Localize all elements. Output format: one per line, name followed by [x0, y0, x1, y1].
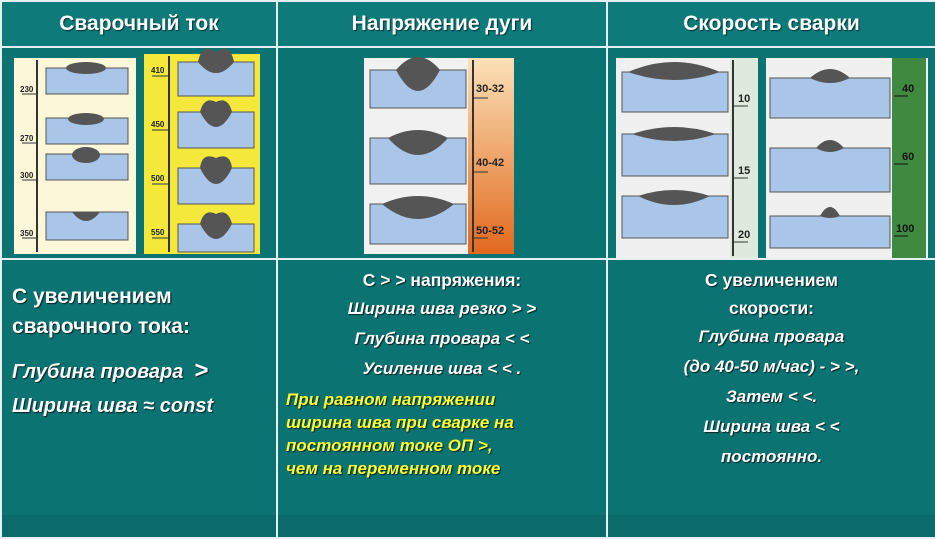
scale-speed-100: 100	[896, 223, 914, 235]
voltage-description: С > > напряжения: Ширина шва резко > > Г…	[276, 258, 608, 539]
scale-speed-60: 60	[902, 151, 914, 163]
speed-line-2: (до 40-50 м/час) - > >,	[683, 357, 860, 376]
current-line-4: Ширина шва ≈ const	[12, 395, 214, 417]
speed-head-2: скорости:	[729, 298, 814, 318]
current-line-2: сварочного тока:	[12, 315, 190, 338]
current-line-1: С увеличением	[12, 285, 172, 308]
plates-speed-a	[621, 62, 729, 239]
scale-a-230: 230	[20, 85, 34, 94]
scale-voltage-30: 30-32	[476, 83, 504, 95]
scale-b-410: 410	[151, 66, 165, 75]
scale-b-450: 450	[151, 120, 165, 129]
header-arc-voltage: Напряжение дуги	[276, 0, 608, 48]
current-line-3: Глубина провара >	[12, 357, 209, 384]
speed-line-5: постоянно.	[720, 447, 823, 466]
header-welding-speed: Скорость сварки	[606, 0, 935, 48]
scale-a-270: 270	[20, 134, 34, 143]
speed-illustration: 10 15 20 40	[606, 46, 935, 260]
current-illustration: 230 270 300 350	[0, 46, 278, 260]
speed-description: С увеличением скорости: Глубина провара …	[606, 258, 935, 539]
scale-voltage: 30-32 40-42 50-52	[474, 83, 504, 239]
speed-line-1: Глубина провара	[698, 327, 845, 346]
scale-speed-40: 40	[902, 83, 914, 95]
plates-a	[45, 62, 129, 241]
voltage-head: С > > напряжения:	[362, 270, 522, 290]
voltage-illustration: 30-32 40-42 50-52	[276, 46, 608, 260]
scale-speed-15: 15	[738, 165, 750, 177]
scale-speed-20: 20	[738, 229, 750, 241]
voltage-line-1: Ширина шва резко > >	[347, 299, 537, 318]
scale-b-500: 500	[151, 174, 165, 183]
scale-a-350: 350	[20, 229, 34, 238]
scale-voltage-40: 40-42	[476, 157, 504, 169]
plates-b	[177, 48, 255, 253]
voltage-line-3: Усиление шва < < .	[362, 359, 522, 378]
plates-speed-b	[769, 69, 891, 249]
voltage-note: При равном напряжении ширина шва при сва…	[286, 390, 514, 478]
scale-b-550: 550	[151, 228, 165, 237]
scale-speed-10: 10	[738, 93, 750, 105]
speed-line-4: Ширина шва < <	[703, 417, 840, 436]
scale-voltage-50: 50-52	[476, 225, 504, 237]
scale-b-labels: 410 450 500 550	[151, 66, 168, 239]
plates-voltage	[369, 57, 467, 245]
speed-head-1: С увеличением	[704, 270, 839, 290]
greater-symbol: >	[194, 357, 209, 384]
current-description: С увеличением сварочного тока: Глубина п…	[0, 258, 278, 539]
scale-a-300: 300	[20, 171, 34, 180]
header-welding-current: Сварочный ток	[0, 0, 278, 48]
voltage-line-2: Глубина провара < <	[354, 329, 530, 348]
speed-line-3: Затем < <.	[725, 387, 818, 406]
scale-speed-a: 10 15 20	[734, 93, 750, 243]
scale-speed-b: 40 60 100	[894, 83, 914, 237]
scale-a-labels: 230 270 300 350	[20, 85, 36, 239]
